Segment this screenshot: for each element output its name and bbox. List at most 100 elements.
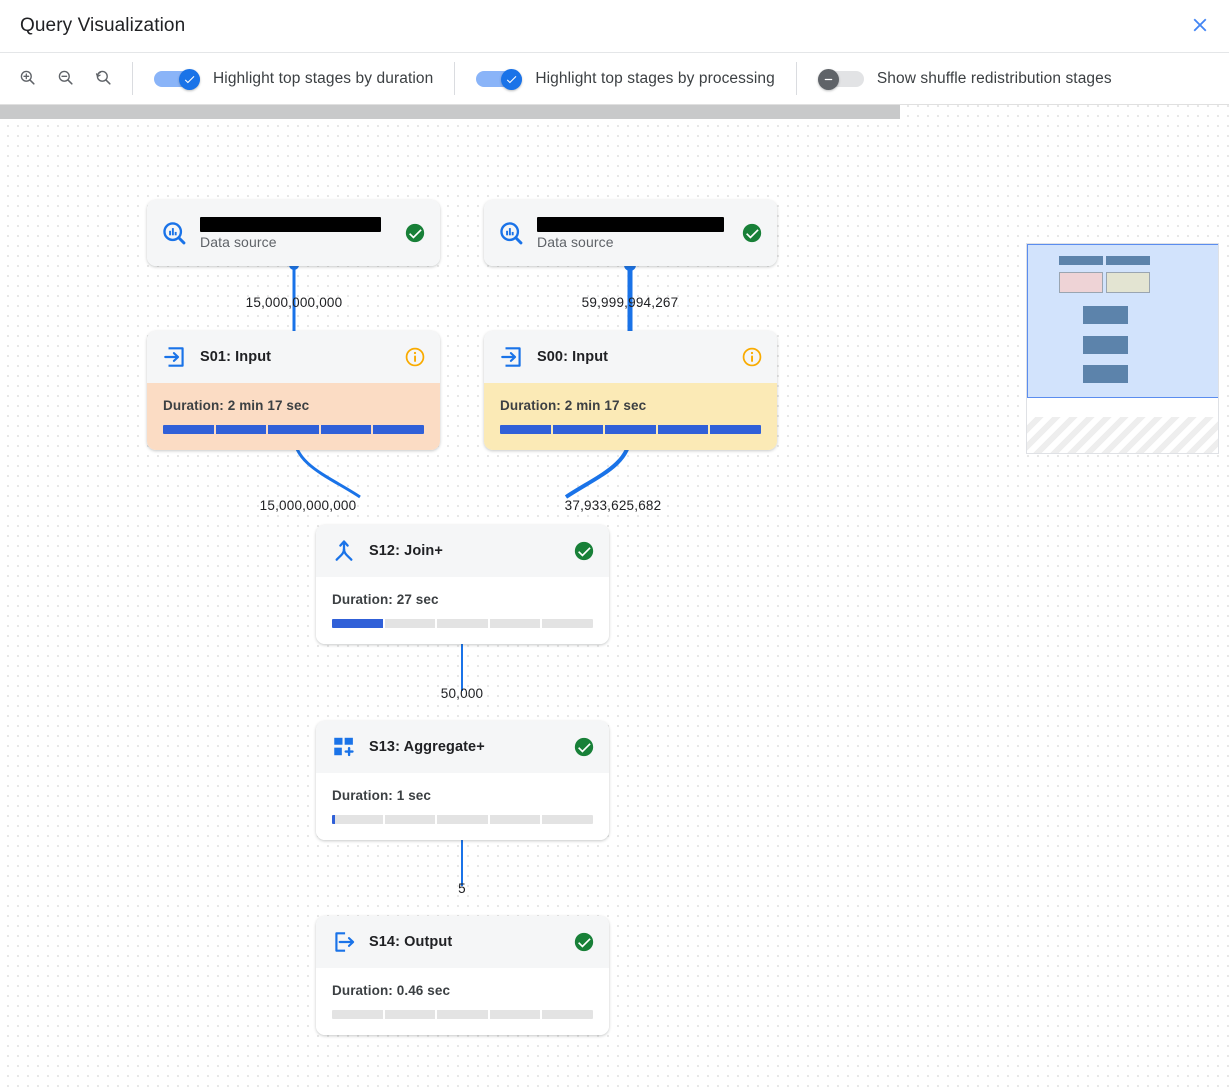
status-success-icon — [573, 736, 595, 758]
page-title: Query Visualization — [20, 15, 186, 36]
edge-label: 15,000,000,000 — [245, 295, 343, 310]
join-merge-icon — [330, 538, 357, 565]
node-stage-s14[interactable]: S14: Output Duration: 0.46 sec — [316, 916, 609, 1035]
node-subtitle: Data source — [200, 233, 277, 250]
node-stage-s13[interactable]: S13: Aggregate+ Duration: 1 sec — [316, 721, 609, 840]
output-arrow-icon — [330, 929, 357, 956]
toggle-label-duration: Highlight top stages by duration — [213, 69, 434, 87]
zoom-out-icon — [56, 68, 75, 90]
minimap-node — [1059, 272, 1103, 293]
duration-progress-bar — [332, 815, 593, 824]
status-success-icon — [404, 222, 426, 244]
minimap-viewport[interactable] — [1027, 244, 1218, 398]
progress-fill — [332, 815, 336, 824]
graph-toolbar: Highlight top stages by duration Highlig… — [0, 52, 1229, 105]
zoom-reset-icon — [94, 68, 113, 90]
node-title: S13: Aggregate+ — [369, 739, 485, 755]
toggle-switch-duration[interactable] — [154, 68, 200, 90]
node-header: Data source — [484, 200, 777, 266]
node-header: S13: Aggregate+ — [316, 721, 609, 773]
switch-knob — [179, 68, 200, 90]
duration-label: Duration: 2 min 17 sec — [163, 398, 310, 413]
switch-knob — [817, 68, 839, 90]
dialog-header: Query Visualization — [0, 0, 1229, 52]
node-body: Duration: 2 min 17 sec — [147, 383, 440, 450]
zoom-out-button[interactable] — [52, 66, 78, 92]
graph-minimap[interactable] — [1026, 243, 1219, 454]
edge-label: 15,000,000,000 — [259, 498, 357, 513]
minimap-node — [1083, 336, 1128, 354]
node-stage-s01[interactable]: S01: Input Duration: 2 min 17 sec — [147, 331, 440, 450]
minimap-node — [1106, 256, 1150, 265]
node-text: Data source — [537, 216, 729, 250]
duration-progress-bar — [332, 619, 593, 628]
zoom-controls — [0, 66, 132, 92]
toggle-highlight-duration[interactable]: Highlight top stages by duration — [133, 53, 454, 104]
duration-label: Duration: 0.46 sec — [332, 983, 451, 998]
horizontal-scrollbar[interactable] — [0, 105, 900, 119]
bigquery-datasource-icon — [161, 220, 188, 247]
minimap-node — [1083, 306, 1128, 324]
minimap-node — [1106, 272, 1150, 293]
node-data-source-right[interactable]: Data source — [484, 200, 777, 266]
input-arrow-icon — [161, 344, 188, 371]
status-success-icon — [741, 222, 763, 244]
toggle-show-shuffle[interactable]: Show shuffle redistribution stages — [797, 53, 1133, 104]
graph-canvas[interactable]: 15,000,000,000 59,999,994,267 15,000,000… — [0, 105, 1229, 1089]
progress-ticks — [332, 815, 593, 824]
node-body: Duration: 27 sec — [316, 577, 609, 644]
node-header: S14: Output — [316, 916, 609, 968]
node-text: Data source — [200, 216, 392, 250]
aggregate-icon — [330, 734, 357, 761]
node-title: S14: Output — [369, 934, 453, 950]
node-body: Duration: 2 min 17 sec — [484, 383, 777, 450]
node-stage-s00[interactable]: S00: Input Duration: 2 min 17 sec — [484, 331, 777, 450]
progress-fill — [163, 425, 424, 434]
node-title: S01: Input — [200, 349, 272, 365]
bigquery-datasource-icon — [498, 220, 525, 247]
progress-fill — [332, 619, 385, 628]
edge-label: 59,999,994,267 — [581, 295, 679, 310]
minimap-node — [1059, 256, 1103, 265]
close-button[interactable] — [1183, 9, 1217, 43]
duration-progress-bar — [163, 425, 424, 434]
toggle-label-processing: Highlight top stages by processing — [535, 69, 775, 87]
edge-label: 50,000 — [440, 686, 484, 701]
status-info-icon[interactable] — [404, 346, 426, 368]
duration-progress-bar — [332, 1010, 593, 1019]
node-body: Duration: 0.46 sec — [316, 968, 609, 1035]
node-header: S00: Input — [484, 331, 777, 383]
node-header: Data source — [147, 200, 440, 266]
toggle-label-shuffle: Show shuffle redistribution stages — [876, 69, 1112, 87]
node-body: Duration: 1 sec — [316, 773, 609, 840]
node-data-source-left[interactable]: Data source — [147, 200, 440, 266]
node-header: S12: Join+ — [316, 525, 609, 577]
switch-knob — [501, 68, 523, 90]
zoom-in-button[interactable] — [14, 66, 40, 92]
duration-label: Duration: 27 sec — [332, 592, 439, 607]
node-header: S01: Input — [147, 331, 440, 383]
toolbar-divider — [454, 62, 456, 95]
edge-label: 37,933,625,682 — [564, 498, 662, 513]
status-success-icon — [573, 931, 595, 953]
zoom-in-icon — [18, 68, 37, 90]
minimap-out-of-bounds-area — [1027, 417, 1218, 453]
zoom-reset-button[interactable] — [90, 66, 116, 92]
minimap-node — [1083, 365, 1128, 383]
duration-label: Duration: 1 sec — [332, 788, 432, 803]
progress-ticks — [332, 1010, 593, 1019]
progress-fill — [500, 425, 761, 434]
duration-progress-bar — [500, 425, 761, 434]
node-subtitle: Data source — [537, 233, 614, 250]
redacted-data-source-name — [537, 216, 724, 232]
toolbar-divider — [795, 62, 797, 95]
node-title: S00: Input — [537, 349, 609, 365]
redacted-data-source-name — [200, 216, 381, 232]
node-stage-s12[interactable]: S12: Join+ Duration: 27 sec — [316, 525, 609, 644]
input-arrow-icon — [498, 344, 525, 371]
toggle-switch-processing[interactable] — [476, 68, 523, 90]
node-title: S12: Join+ — [369, 543, 443, 559]
toggle-highlight-processing[interactable]: Highlight top stages by processing — [455, 53, 795, 104]
toggle-switch-shuffle[interactable] — [817, 68, 864, 90]
status-info-icon[interactable] — [741, 346, 763, 368]
